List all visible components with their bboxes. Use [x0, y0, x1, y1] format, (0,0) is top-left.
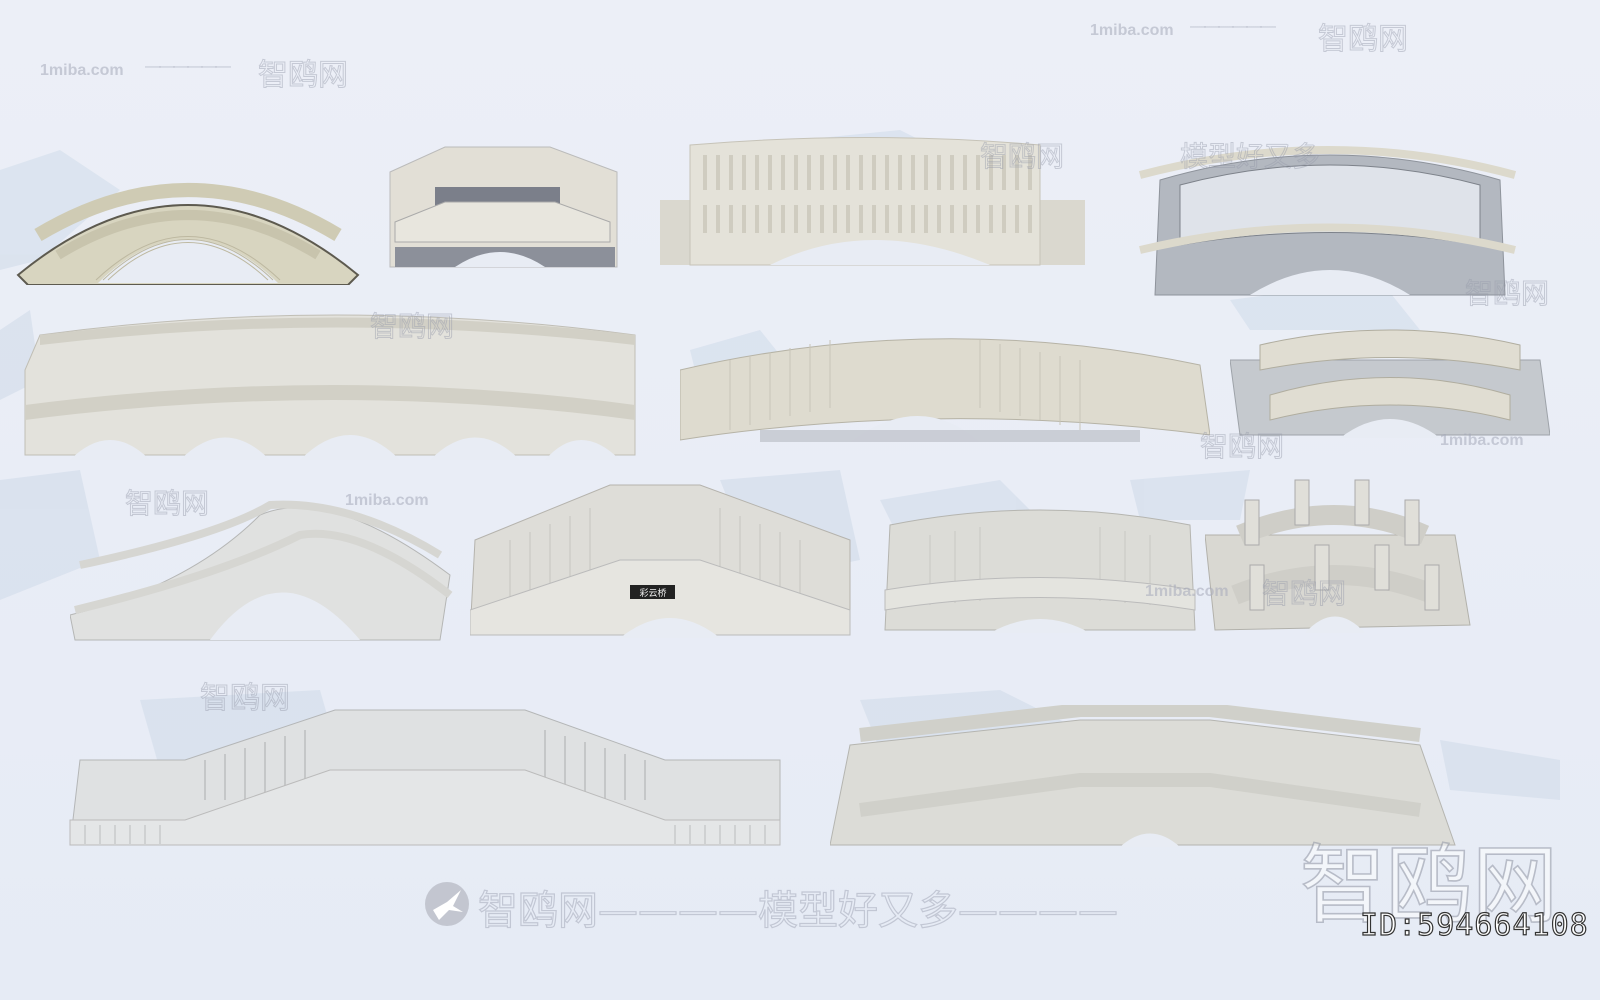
bridge-3-baluster-arch: [660, 135, 1090, 275]
bridge-2-stepped-brick: [385, 142, 625, 272]
watermark-bird-logo-icon: [425, 882, 469, 926]
bridge-7-small-granite: [1230, 320, 1550, 440]
bridge-10-window-railing: [880, 495, 1200, 635]
bridge-1-hump-arch: [8, 155, 368, 285]
bridge-8-curved-hump: [70, 495, 460, 645]
bridge-plaque: 彩云桥: [639, 589, 667, 599]
bridge-5-five-arch: [20, 295, 650, 465]
bridge-11-tall-posts: [1205, 475, 1475, 635]
bridge-4-granite-arch: [1120, 125, 1530, 300]
bridge-13-flat-ramp: [830, 705, 1460, 850]
bridge-12-zigzag-stair: [65, 700, 785, 850]
bridge-9-plaque: 彩云桥: [470, 480, 855, 640]
bridge-6-long-stepped: [680, 320, 1210, 445]
